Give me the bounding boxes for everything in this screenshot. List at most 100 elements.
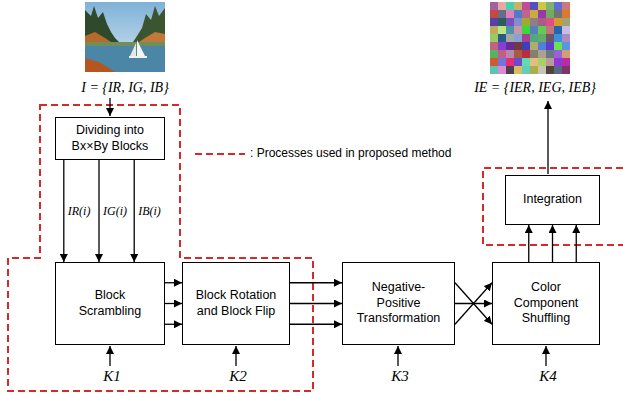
key-arrow bbox=[545, 346, 546, 366]
mosaic-cell bbox=[562, 10, 570, 18]
mosaic-cell bbox=[506, 34, 514, 42]
mosaic-cell bbox=[506, 2, 514, 10]
mosaic-cell bbox=[538, 42, 546, 50]
mosaic-cell bbox=[498, 18, 506, 26]
box-text: Block Scrambling bbox=[65, 288, 155, 319]
key-arrow bbox=[397, 346, 398, 366]
encrypted-image bbox=[490, 2, 570, 74]
mosaic-cell bbox=[522, 18, 530, 26]
mosaic-cell bbox=[522, 26, 530, 34]
box-text: Block Rotation and Block Flip bbox=[192, 288, 280, 319]
input-photo bbox=[85, 2, 165, 72]
mosaic-cell bbox=[490, 34, 498, 42]
mosaic-cell bbox=[530, 34, 538, 42]
image-label: IE = {IER, IEG, IEB} bbox=[474, 80, 596, 97]
mosaic-cell bbox=[490, 10, 498, 18]
mosaic-cell bbox=[506, 50, 514, 58]
mosaic-cell bbox=[490, 26, 498, 34]
output-arrow bbox=[547, 101, 548, 174]
mosaic-cell bbox=[498, 2, 506, 10]
mosaic-cell bbox=[530, 18, 538, 26]
mosaic-cell bbox=[538, 58, 546, 66]
key-arrow bbox=[109, 346, 110, 366]
key-arrow bbox=[235, 346, 236, 366]
mosaic-cell bbox=[538, 50, 546, 58]
legend-text: : Processes used in proposed method bbox=[250, 146, 451, 160]
mosaic-cell bbox=[562, 18, 570, 26]
mosaic-cell bbox=[522, 58, 530, 66]
mosaic-cell bbox=[538, 66, 546, 74]
mosaic-cell bbox=[514, 66, 522, 74]
mosaic-cell bbox=[498, 58, 506, 66]
mosaic-cell bbox=[498, 34, 506, 42]
mosaic-cell bbox=[490, 50, 498, 58]
mosaic-cell bbox=[554, 2, 562, 10]
mosaic-cell bbox=[562, 50, 570, 58]
process-box: Integration bbox=[505, 175, 600, 225]
channel-label: IG(i) bbox=[102, 204, 128, 218]
mosaic-cell bbox=[522, 2, 530, 10]
mosaic-cell bbox=[490, 18, 498, 26]
mosaic-cell bbox=[546, 26, 554, 34]
mosaic-cell bbox=[506, 42, 514, 50]
flow-arrow bbox=[165, 324, 182, 325]
mosaic-cell bbox=[514, 18, 522, 26]
key-label: K4 bbox=[539, 367, 557, 385]
process-box: Dividing into Bx×By Blocks bbox=[55, 117, 165, 160]
mosaic-cell bbox=[490, 2, 498, 10]
flow-arrow bbox=[455, 283, 492, 325]
mosaic-cell bbox=[530, 2, 538, 10]
mosaic-cell bbox=[546, 66, 554, 74]
mosaic-cell bbox=[546, 2, 554, 10]
flow-arrow bbox=[528, 225, 529, 262]
mosaic-cell bbox=[514, 42, 522, 50]
mosaic-cell bbox=[530, 10, 538, 18]
mosaic-cell bbox=[490, 58, 498, 66]
process-box: Block Scrambling bbox=[55, 262, 165, 345]
flow-arrow bbox=[576, 225, 577, 262]
mosaic-cell bbox=[554, 58, 562, 66]
mosaic-cell bbox=[538, 34, 546, 42]
mosaic-cell bbox=[530, 42, 538, 50]
channel-label: IR(i) bbox=[67, 204, 92, 218]
mosaic-cell bbox=[538, 10, 546, 18]
mosaic-cell bbox=[562, 58, 570, 66]
flow-arrow bbox=[134, 160, 135, 262]
process-box: Negative-Positive Transformation bbox=[342, 262, 455, 345]
mosaic-cell bbox=[514, 2, 522, 10]
image-label: I = {IR, IG, IB} bbox=[81, 80, 169, 97]
mosaic-cell bbox=[538, 2, 546, 10]
flow-arrow bbox=[290, 282, 342, 283]
flow-arrow bbox=[290, 303, 342, 304]
flow-arrow bbox=[290, 324, 342, 325]
mosaic-cell bbox=[546, 50, 554, 58]
mosaic-cell bbox=[522, 34, 530, 42]
legend-line bbox=[195, 153, 245, 155]
mosaic-cell bbox=[522, 66, 530, 74]
mosaic-cell bbox=[562, 42, 570, 50]
box-text: Integration bbox=[515, 192, 590, 208]
mosaic-cell bbox=[562, 26, 570, 34]
key-label: K3 bbox=[391, 367, 409, 385]
flow-arrow bbox=[455, 283, 492, 325]
mosaic-cell bbox=[514, 26, 522, 34]
mosaic-cell bbox=[562, 66, 570, 74]
mosaic-cell bbox=[506, 58, 514, 66]
flow-arrow bbox=[552, 225, 553, 262]
channel-label: IB(i) bbox=[137, 204, 162, 218]
mosaic-cell bbox=[506, 10, 514, 18]
mosaic-cell bbox=[522, 42, 530, 50]
key-label: K2 bbox=[229, 367, 247, 385]
box-text: Color Component Shuffling bbox=[502, 280, 590, 327]
mosaic-cell bbox=[562, 34, 570, 42]
mosaic-cell bbox=[506, 66, 514, 74]
mosaic-cell bbox=[530, 50, 538, 58]
mosaic-cell bbox=[546, 42, 554, 50]
mosaic-cell bbox=[514, 10, 522, 18]
mosaic-cell bbox=[498, 42, 506, 50]
mosaic-cell bbox=[546, 18, 554, 26]
mosaic-cell bbox=[538, 26, 546, 34]
mosaic-cell bbox=[490, 66, 498, 74]
mosaic-cell bbox=[554, 34, 562, 42]
